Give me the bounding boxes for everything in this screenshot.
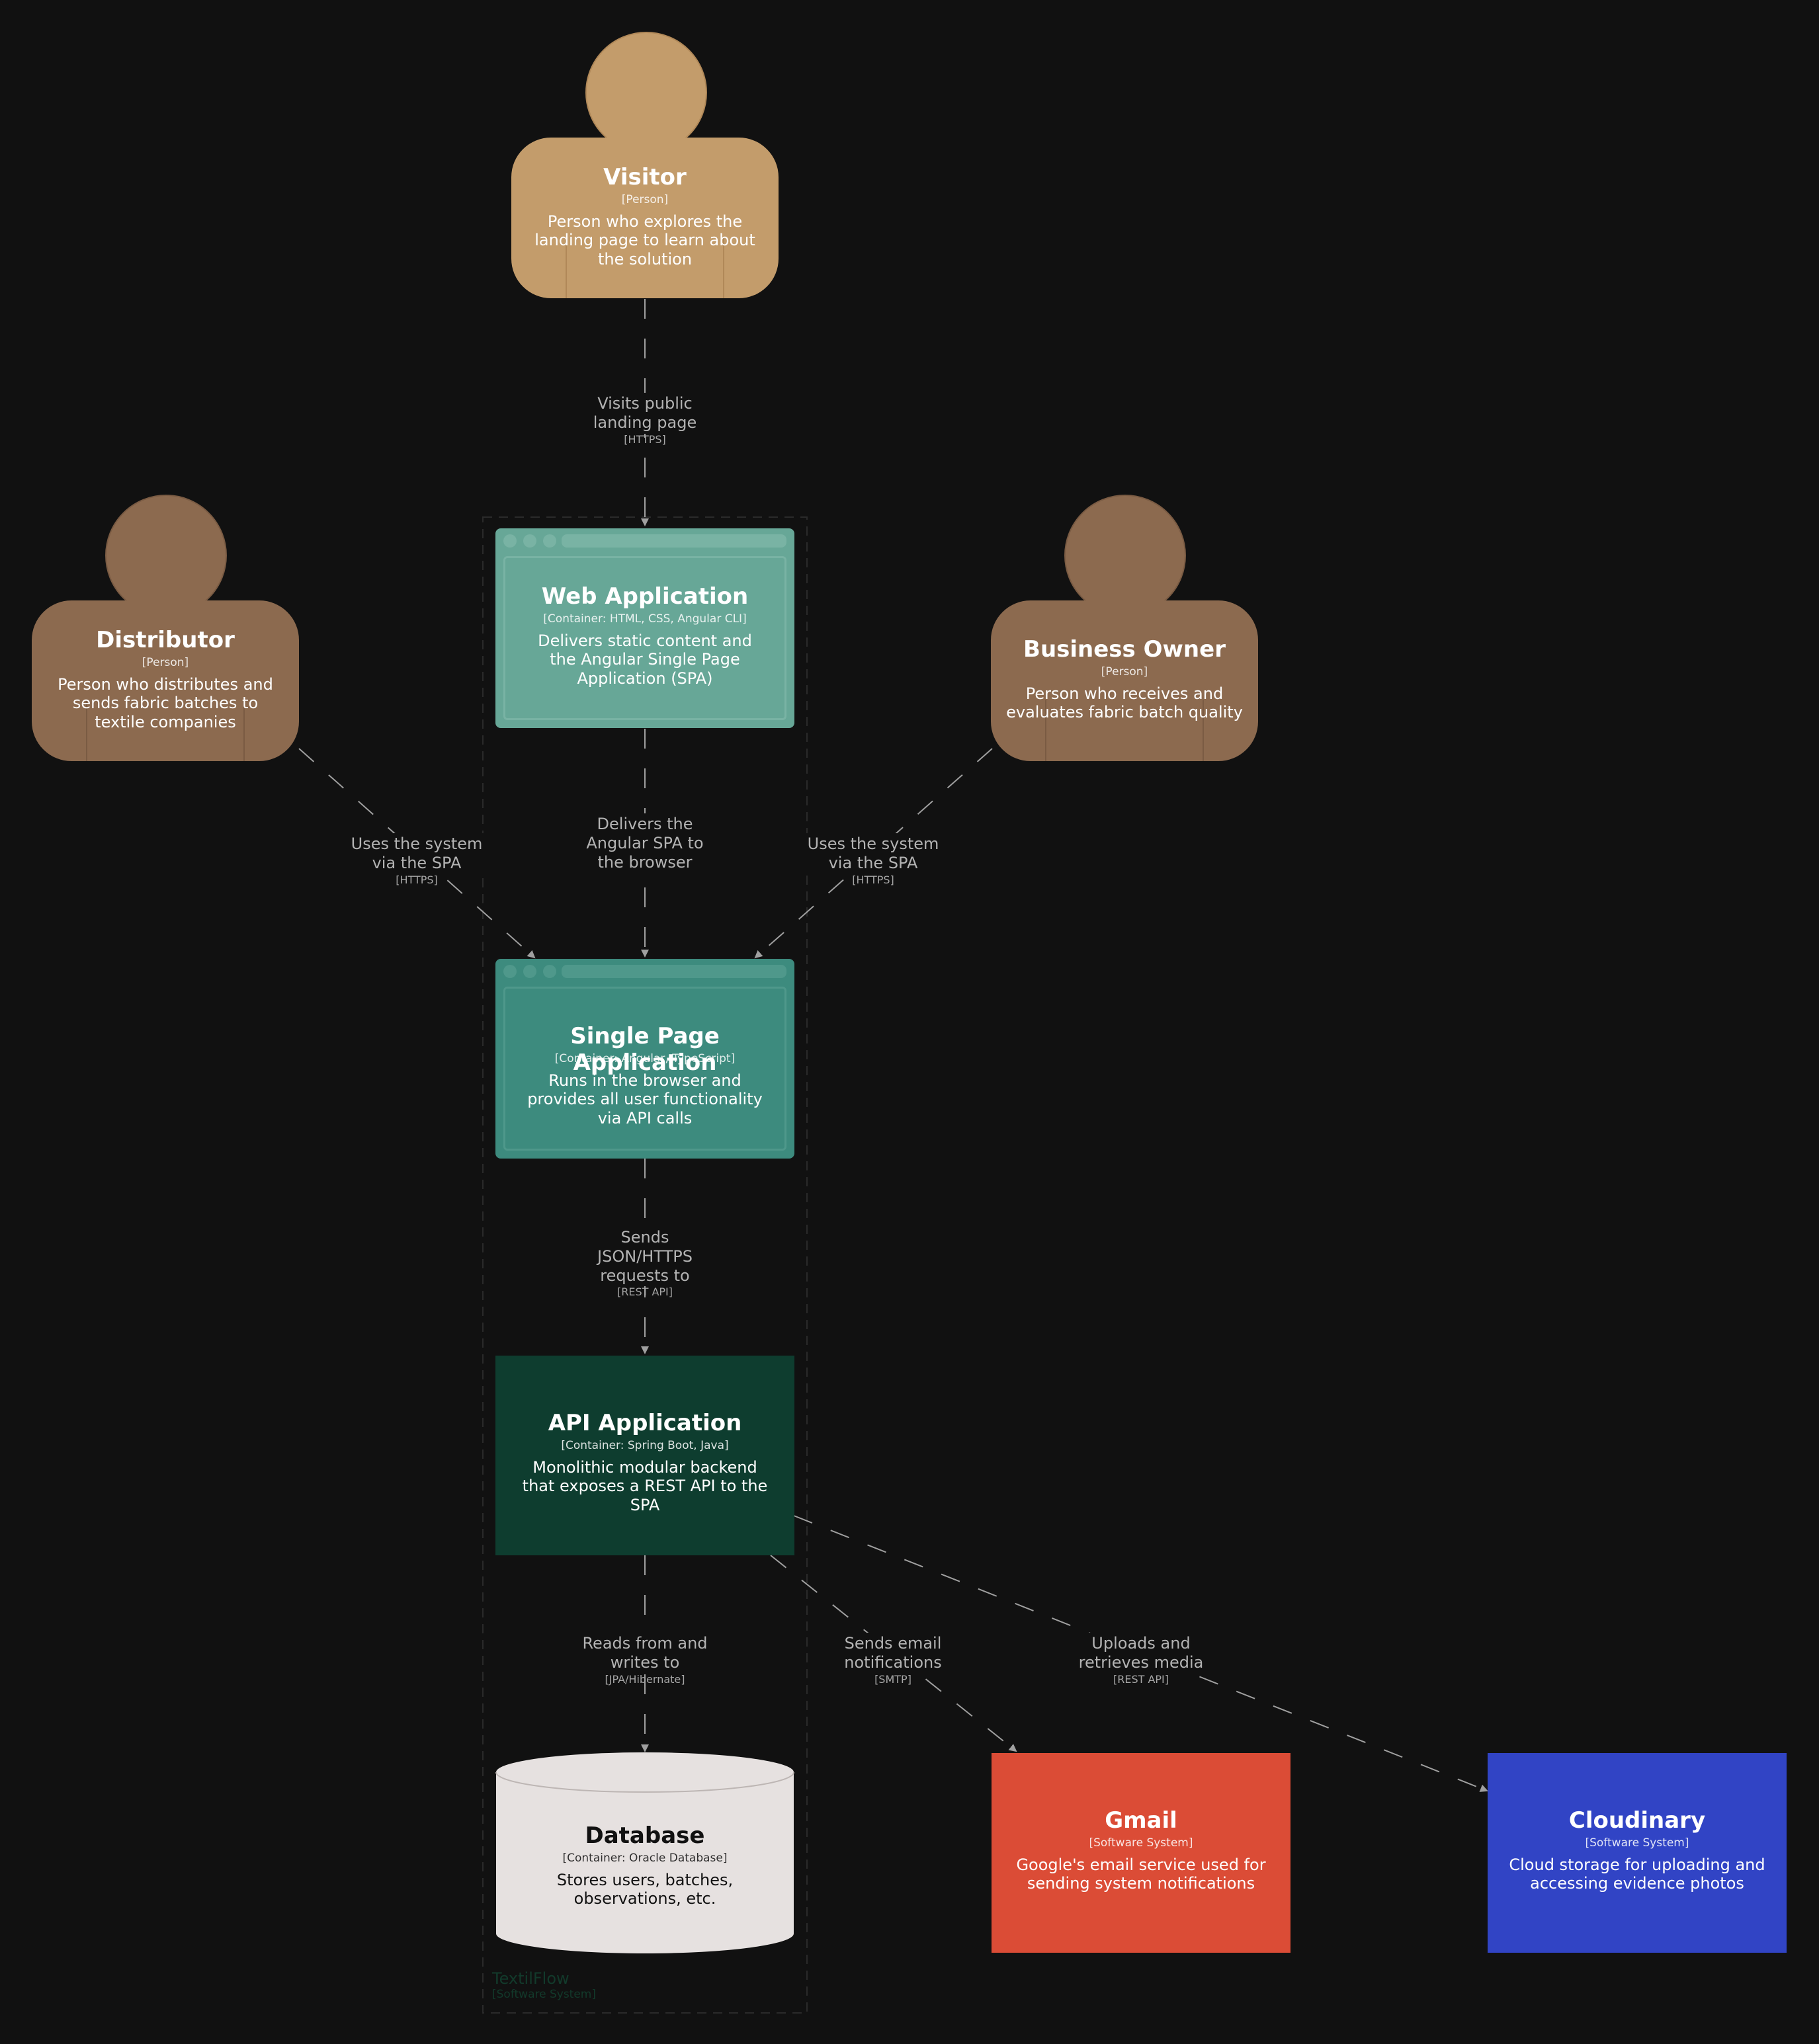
container-single-page-application[interactable]	[495, 959, 794, 1159]
visitor-body	[511, 138, 779, 298]
distributor-type: [Person]	[142, 656, 189, 669]
api-type: [Container: Spring Boot, Java]	[561, 1439, 729, 1452]
boundary-label: TextilFlow [Software System]	[492, 1969, 596, 2001]
rel-visitor-webapp-tech: [HTTPS]	[624, 432, 666, 446]
rel-spa-api-label: Sends JSON/HTTPS requests to	[585, 1227, 704, 1287]
api-description: Monolithic modular backend that exposes …	[522, 1458, 768, 1514]
spa-window-bar	[495, 959, 794, 979]
rel-distributor-spa-tech: [HTTPS]	[396, 873, 438, 886]
rel-api-gmail-label: Sends email notifications	[833, 1633, 952, 1674]
rel-webapp-spa-label: Delivers the Angular SPA to the browser	[575, 813, 714, 874]
business-owner-type: [Person]	[1101, 665, 1148, 678]
edge-api-gmail	[770, 1555, 1017, 1752]
distributor-name: Distributor	[96, 627, 235, 653]
boundary-name: TextilFlow	[492, 1969, 570, 1988]
spa-description: Runs in the browser and provides all use…	[527, 1071, 763, 1127]
system-gmail[interactable]	[992, 1753, 1290, 1953]
distributor-description: Person who distributes and sends fabric …	[58, 675, 273, 731]
gmail-type: [Software System]	[1089, 1836, 1193, 1850]
web-app-description: Delivers static content and the Angular …	[538, 632, 752, 688]
system-cloudinary[interactable]	[1488, 1753, 1787, 1953]
gmail-name: Gmail	[1105, 1807, 1177, 1834]
rel-api-db-tech: [JPA/Hibernate]	[605, 1672, 685, 1686]
database-name[interactable]: Database	[585, 1822, 705, 1849]
distributor-head	[105, 495, 227, 616]
rel-api-gmail-tech: [SMTP]	[874, 1672, 911, 1686]
distributor-body	[32, 600, 299, 761]
visitor-description: Person who explores the landing page to …	[534, 212, 755, 268]
rel-api-gmail: Sends email notifications [SMTP]	[833, 1633, 952, 1686]
rel-webapp-spa: Delivers the Angular SPA to the browser	[575, 813, 714, 874]
rel-api-cloudinary-tech: [REST API]	[1113, 1672, 1169, 1686]
business-owner-name: Business Owner	[1023, 636, 1226, 663]
rel-api-db-label: Reads from and writes to	[575, 1633, 714, 1674]
rel-distributor-spa-label: Uses the system via the SPA	[344, 833, 489, 874]
rel-api-cloudinary: Uploads and retrieves media [REST API]	[1072, 1633, 1210, 1686]
database-cylinder-rim	[495, 1772, 794, 1793]
rel-distributor-spa: Uses the system via the SPA [HTTPS]	[344, 833, 489, 886]
business-owner-description: Person who receives and evaluates fabric…	[1006, 684, 1243, 722]
business-owner-body	[991, 600, 1258, 761]
container-api-application[interactable]	[495, 1356, 794, 1555]
database-description: Stores users, batches, observations, etc…	[556, 1871, 734, 1908]
rel-visitor-webapp-label: Visits public landing page	[582, 393, 708, 434]
spa-name: Single Page Application	[570, 1023, 720, 1077]
api-name: API Application	[548, 1410, 742, 1436]
rel-spa-api: Sends JSON/HTTPS requests to [REST API]	[585, 1227, 704, 1299]
edge-distributor-spa	[298, 748, 536, 959]
container-web-application[interactable]	[495, 528, 794, 728]
rel-owner-spa-tech: [HTTPS]	[852, 873, 894, 886]
rel-visitor-webapp: Visits public landing page [HTTPS]	[582, 393, 708, 446]
gmail-description: Google's email service used for sending …	[1016, 1856, 1266, 1893]
visitor-type: [Person]	[621, 193, 669, 206]
database-cylinder	[496, 1752, 794, 1953]
business-owner-head	[1064, 495, 1186, 616]
cloudinary-type: [Software System]	[1585, 1836, 1689, 1850]
rel-api-cloudinary-label: Uploads and retrieves media	[1072, 1633, 1210, 1674]
database-type: [Container: Oracle Database]	[562, 1852, 728, 1865]
cloudinary-name: Cloudinary	[1568, 1807, 1706, 1834]
spa-type: [Container: Angular, TypeScript]	[554, 1052, 736, 1065]
web-app-type: [Container: HTML, CSS, Angular CLI]	[543, 612, 747, 626]
web-app-window-bar	[495, 528, 794, 548]
rel-owner-spa-label: Uses the system via the SPA	[800, 833, 946, 874]
boundary-type: [Software System]	[492, 1988, 597, 2002]
rel-api-db: Reads from and writes to [JPA/Hibernate]	[575, 1633, 714, 1686]
rel-owner-spa: Uses the system via the SPA [HTTPS]	[800, 833, 946, 886]
web-app-name: Web Application	[541, 583, 749, 610]
edge-owner-spa	[754, 748, 993, 959]
rel-spa-api-tech: [REST API]	[616, 1286, 673, 1299]
visitor-head	[585, 32, 707, 153]
visitor-name: Visitor	[603, 164, 687, 190]
cloudinary-description: Cloud storage for uploading and accessin…	[1509, 1856, 1765, 1893]
